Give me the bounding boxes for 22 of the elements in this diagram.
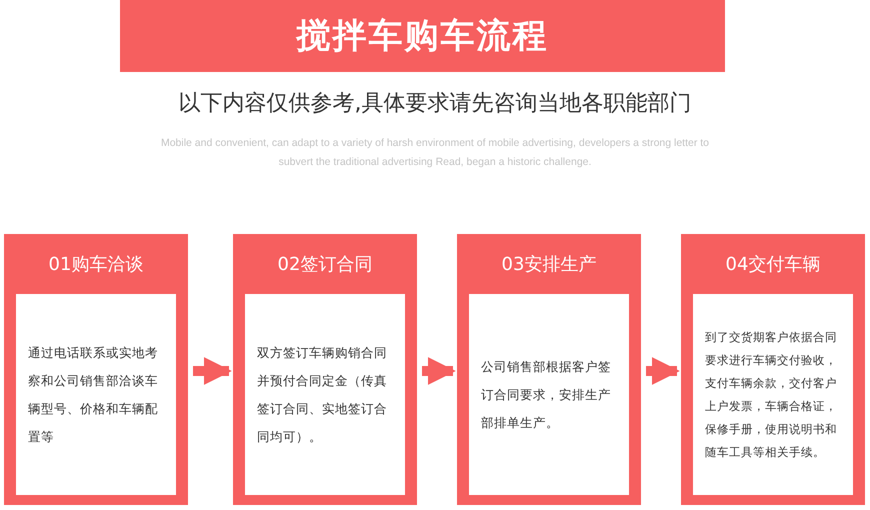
arrow — [193, 357, 232, 385]
step-heading: 04交付车辆 — [724, 253, 822, 276]
step-card — [457, 234, 641, 505]
step-description-box — [16, 294, 176, 495]
step-heading: 03安排生产 — [500, 253, 598, 276]
step-description: 双方签订车辆购销合同并预付合同定金（传真签订合同、实地签订合同均可）。 — [257, 344, 388, 446]
step-description: 到了交货期客户依据合同要求进行车辆交付验收，支付车辆余款，交付客户上户发票，车辆合格证，保修手册，使用说明书和随车工具等相关手续。 — [705, 328, 838, 460]
step-heading: 01购车洽谈 — [48, 253, 144, 276]
title: 搅拌车购车流程 — [296, 15, 548, 58]
subtitle: 以下内容仅供参考,具体要求请先咨询当地各职能部门 — [178, 90, 692, 118]
arrow — [646, 357, 680, 385]
step-card — [4, 234, 188, 505]
description-text: Mobile and convenient, can adapt to a variety of harsh environment of mobile advertising, developers a strong letter to subvert the traditional advertising Read, began a historic challenge. — [160, 136, 710, 170]
step-description-box — [245, 294, 405, 495]
step-heading: 02签订合同 — [276, 253, 374, 276]
step-card — [681, 234, 865, 505]
step-description-box — [469, 294, 629, 495]
step-card — [233, 234, 417, 505]
step-description: 通过电话联系或实地考察和公司销售部洽谈车辆型号、价格和车辆配置等 — [28, 344, 159, 446]
arrow — [422, 357, 456, 385]
step-description: 公司销售部根据客户签订合同要求，安排生产部排单生产。 — [481, 358, 612, 432]
step-description-box — [693, 294, 853, 495]
